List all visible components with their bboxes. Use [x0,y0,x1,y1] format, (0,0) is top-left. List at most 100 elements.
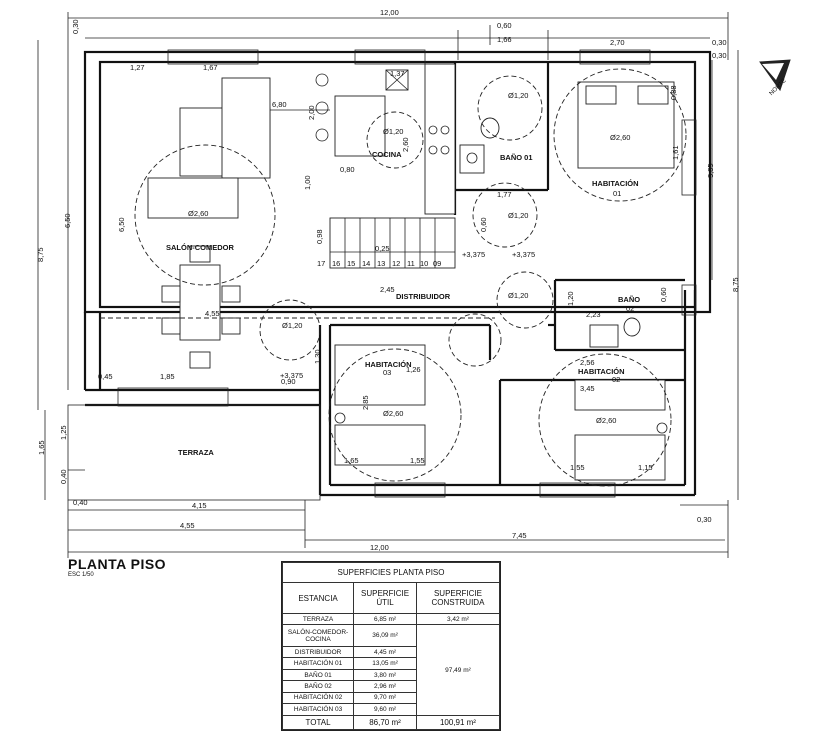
dim: 8,75 [36,247,45,262]
dim: 1,61 [671,145,680,160]
dim: 1,67 [203,63,218,72]
dim: 1,65 [37,440,46,455]
room-label-cocina: COCINA [372,150,402,159]
col-header-construida: SUPERFICIE CONSTRUIDA [415,582,501,614]
table-row: SALÓN-COMEDOR-COCINA 36,09 m² 97,49 m² [281,624,501,716]
dim: 1,55 [570,463,585,472]
dimension-labels: 12,00 0,30 0,60 1,66 2,70 0,30 0,30 1,27… [36,8,740,552]
dim: 1,85 [160,372,175,381]
dim: 1,37 [390,69,405,78]
room-label-distribuidor: DISTRIBUIDOR [396,292,451,301]
stair-step: 12 [392,259,400,268]
dim: 1,00 [303,175,312,190]
windows [117,49,697,498]
cell-util: 3,80 m² [353,668,417,682]
dim: 1,65 [344,456,359,465]
dim: 0,60 [659,287,668,302]
dim: 0,60 [479,217,488,232]
room-label-hab03-number: 03 [383,368,391,377]
dim: 1,26 [406,365,421,374]
dim: 3,85 [706,163,715,178]
room-label-hab03: HABITACIÓN [365,360,412,369]
stair-step: 11 [407,259,415,268]
dim: 4,55 [205,309,220,318]
col-header-estancia: ESTANCIA [281,582,355,614]
kitchen-fixtures [315,63,456,215]
stair-step: 13 [377,259,385,268]
dim: 2,60 [401,137,410,152]
table-row: HABITACIÓN 03 9,60 m² [281,703,500,716]
stair-step: 16 [332,259,340,268]
cell-estancia: DISTRIBUIDOR [281,645,355,659]
room-label-hab02-number: 02 [612,375,620,384]
dim: Ø2,60 [610,133,630,142]
walls [67,50,712,501]
bathroom-02-fixtures [496,271,641,348]
dim: 0,30 [712,38,727,47]
cell-estancia: SALÓN-COMEDOR-COCINA [281,624,355,647]
dim: 6,50 [117,217,126,232]
room-label-hab02: HABITACIÓN [578,367,625,376]
cell-estancia: BAÑO 02 [281,680,355,693]
stair-step: 17 [317,259,325,268]
col-header-util: SUPERFICIE ÚTIL [353,582,417,614]
cell-construida: 3,42 m² [415,612,501,626]
dim: 4,55 [180,521,195,530]
dim-bottom-total: 12,00 [370,543,389,552]
dim: 2,85 [361,395,370,410]
total-util: 86,70 m² [353,714,417,731]
dim: 6,50 [63,213,72,228]
stair-step: 09 [433,259,441,268]
dim: 1,25 [59,425,68,440]
dim-top-total: 12,00 [380,8,399,17]
bathroom-01-fixtures [459,75,543,248]
stair-step: 15 [347,259,355,268]
table-title: SUPERFICIES PLANTA PISO [282,562,500,583]
room-labels: SALÓN-COMEDOR COCINA BAÑO 01 HABITACIÓN … [166,150,640,457]
dim: 0,60 [497,21,512,30]
dim: Ø1,20 [508,291,528,300]
dim: Ø1,20 [508,211,528,220]
dim: 1,27 [130,63,145,72]
room-label-bano02-number: 02 [626,304,634,313]
plan-title-block: PLANTA PISO ESC 1/50 [68,556,166,578]
dim: 1,20 [566,291,575,306]
dim: 1,30 [313,349,322,364]
cell-estancia: HABITACIÓN 03 [281,703,355,716]
dim: 0,25 [375,244,390,253]
surfaces-table: SUPERFICIES PLANTA PISO ESTANCIA SUPERFI… [281,561,501,731]
dim: 0,40 [73,498,88,507]
dim: 0,30 [712,51,727,60]
cell-util: 9,70 m² [353,691,417,705]
cell-estancia: HABITACIÓN 02 [281,691,355,705]
table-row: BAÑO 01 3,80 m² [281,668,500,682]
dim: 0,30 [697,515,712,524]
stairs [329,217,456,269]
dim: 0,80 [340,165,355,174]
stair-step: 10 [420,259,428,268]
cell-util: 4,45 m² [353,645,417,659]
room-label-terraza: TERRAZA [178,448,214,457]
plan-title: PLANTA PISO [68,556,167,572]
dim: Ø2,60 [596,416,616,425]
dim: 0,45 [98,372,113,381]
dim: 1,15 [638,463,653,472]
room-label-bano02: BAÑO [618,295,640,304]
dim: Ø1,20 [383,127,403,136]
cell-estancia: HABITACIÓN 01 [281,657,355,670]
dimension-lines [37,12,739,558]
stair-step: 14 [362,259,370,268]
dim: Ø1,20 [282,321,302,330]
cell-util: 9,60 m² [353,703,417,716]
dim: Ø2,60 [383,409,403,418]
cell-construida: 97,49 m² [415,624,501,716]
dim: 2,00 [307,105,316,120]
cell-util: 36,09 m² [353,624,417,647]
bedroom-01-furniture [553,68,687,202]
dim: Ø1,20 [508,91,528,100]
total-label: TOTAL [281,714,355,731]
dim: +3,375 [462,250,485,259]
dim: +3,375 [280,371,303,380]
bedroom-02-furniture [538,353,672,487]
living-dining-furniture [100,77,495,369]
